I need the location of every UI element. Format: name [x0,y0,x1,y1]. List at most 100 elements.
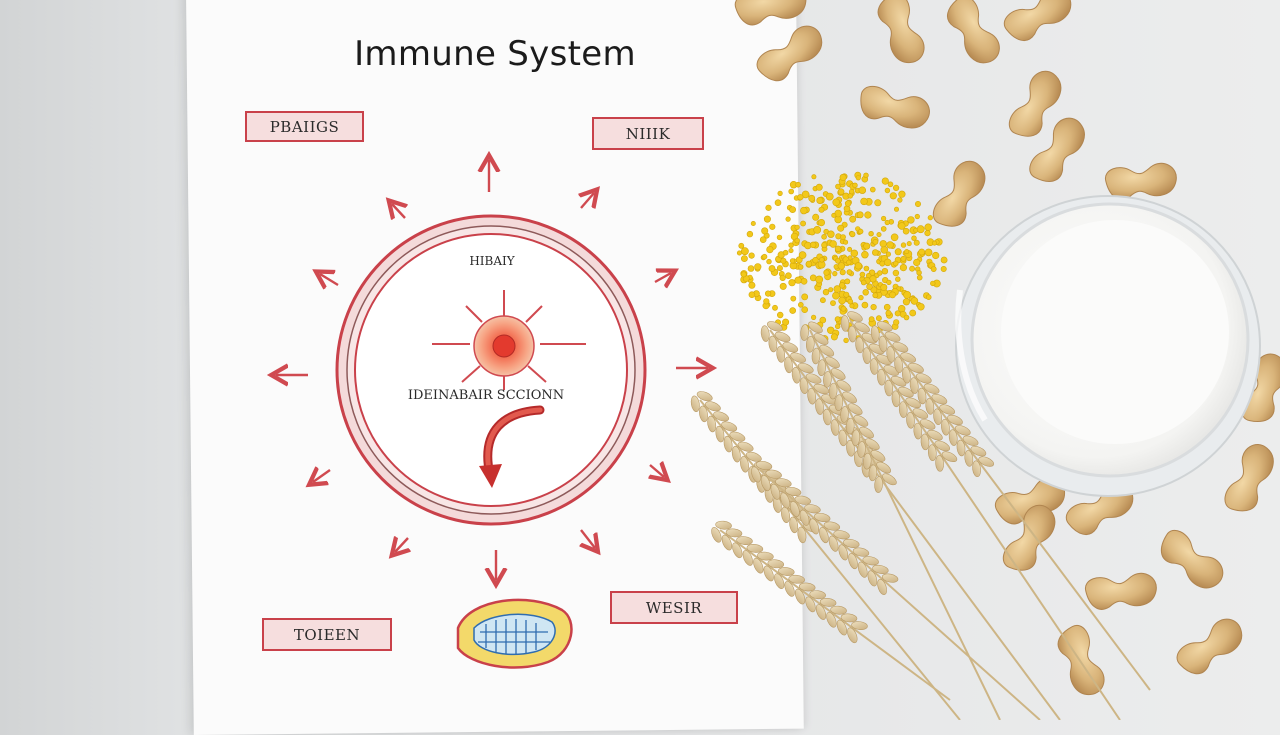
wheat-grain [891,390,901,408]
wheat-grain [770,483,781,500]
mustard-seed [776,311,784,319]
wheat-grain [970,446,987,457]
mustard-seed [838,296,846,305]
mustard-seed [834,323,841,330]
mustard-seed [800,206,808,215]
mustard-seed [911,235,917,241]
mustard-seed [902,298,911,306]
mustard-seed [892,269,900,277]
mustard-seed [893,319,900,326]
mustard-seed [909,265,915,272]
mustard-seed [748,252,755,259]
mustard-seed [918,248,926,256]
mustard-seed [821,242,828,249]
mustard-seed [868,231,874,237]
wheat-grain [954,425,971,436]
immune-diagram [0,0,1280,669]
wheat-grain [774,573,785,590]
wheat-grain [789,516,799,534]
mustard-seed [833,285,842,293]
mustard-seed [858,295,864,301]
mustard-seed [827,230,835,238]
mustard-seed [817,219,826,227]
wheat-grain [869,343,885,355]
mustard-seed [863,172,869,179]
wheat-grain [877,368,886,386]
mustard-seed [765,204,772,211]
wheat-grain [699,405,708,423]
wheat-grain [956,439,966,457]
wheat-grain [913,422,923,440]
wheat-grain [964,450,974,467]
wheat-grain [797,362,814,374]
mustard-seed [874,199,882,207]
wheat-grain [742,550,753,566]
mustard-seed [788,279,796,287]
mustard-seed [774,199,782,206]
wheat-grain [775,478,792,488]
wheat-grain [948,429,958,446]
wheat-grain [931,394,948,405]
wheat-grain [884,331,901,342]
mustard-seed [890,233,899,242]
wheat-grain [939,404,956,415]
mustard-seed [820,297,826,304]
cell-label-top: HIBAIY [469,254,515,268]
wheat-stem [879,329,1151,691]
mustard-seed [900,242,907,248]
mustard-seed [843,239,849,245]
mustard-seed [785,272,792,280]
wheat-grain [757,551,774,561]
wheat-grain [890,375,907,387]
mustard-seed [830,300,836,306]
mustard-seed [810,314,817,321]
mustard-seed [864,211,872,219]
wheat-grain [799,377,809,394]
mustard-seed [879,240,887,248]
wheat-grain [869,358,879,375]
wheat-grain [935,455,944,472]
wheat-grain [765,469,782,479]
wheat-grain [847,311,863,322]
mustard-seed [819,316,827,324]
mustard-seed [797,264,804,270]
mustard-seed [819,257,825,263]
wheat-grain [882,473,897,486]
wheat-grain [920,433,930,451]
mustard-seed [801,306,809,314]
wheat-grain [857,561,868,578]
mustard-seed [763,298,770,305]
wheat-grain [809,518,820,535]
mustard-seed [785,216,791,222]
mustard-seed [914,213,920,220]
wheat-grain [870,325,880,342]
mustard-seed [741,247,749,256]
mustard-seed [881,268,889,275]
wheat-grain [828,535,839,552]
mustard-seed [832,271,838,277]
wheat-grain [909,377,919,394]
mustard-seed [777,190,783,196]
wheat-grain [813,333,829,345]
wheat-grain [723,435,733,453]
wheat-grain [823,521,841,531]
mustard-seed [828,287,834,293]
label-top-left: PBAIIGS [245,111,364,142]
mustard-seed [854,262,863,270]
wheat-grain [690,395,700,413]
mustard-seed [859,271,866,278]
mustard-seed [812,213,820,221]
mustard-seed [812,257,819,264]
mustard-seed [738,242,745,249]
wheat-grain [972,460,981,478]
wheat-grain [805,336,815,353]
mustard-seed [772,304,778,311]
wheat-grain [855,336,864,354]
wheat-grain [778,567,795,576]
mustard-seed [811,174,817,180]
mustard-seed [797,194,804,201]
wheat-grain [721,534,733,551]
mustard-seed [794,276,802,284]
wheat-grain [791,367,801,384]
wheat-grain [784,356,793,374]
